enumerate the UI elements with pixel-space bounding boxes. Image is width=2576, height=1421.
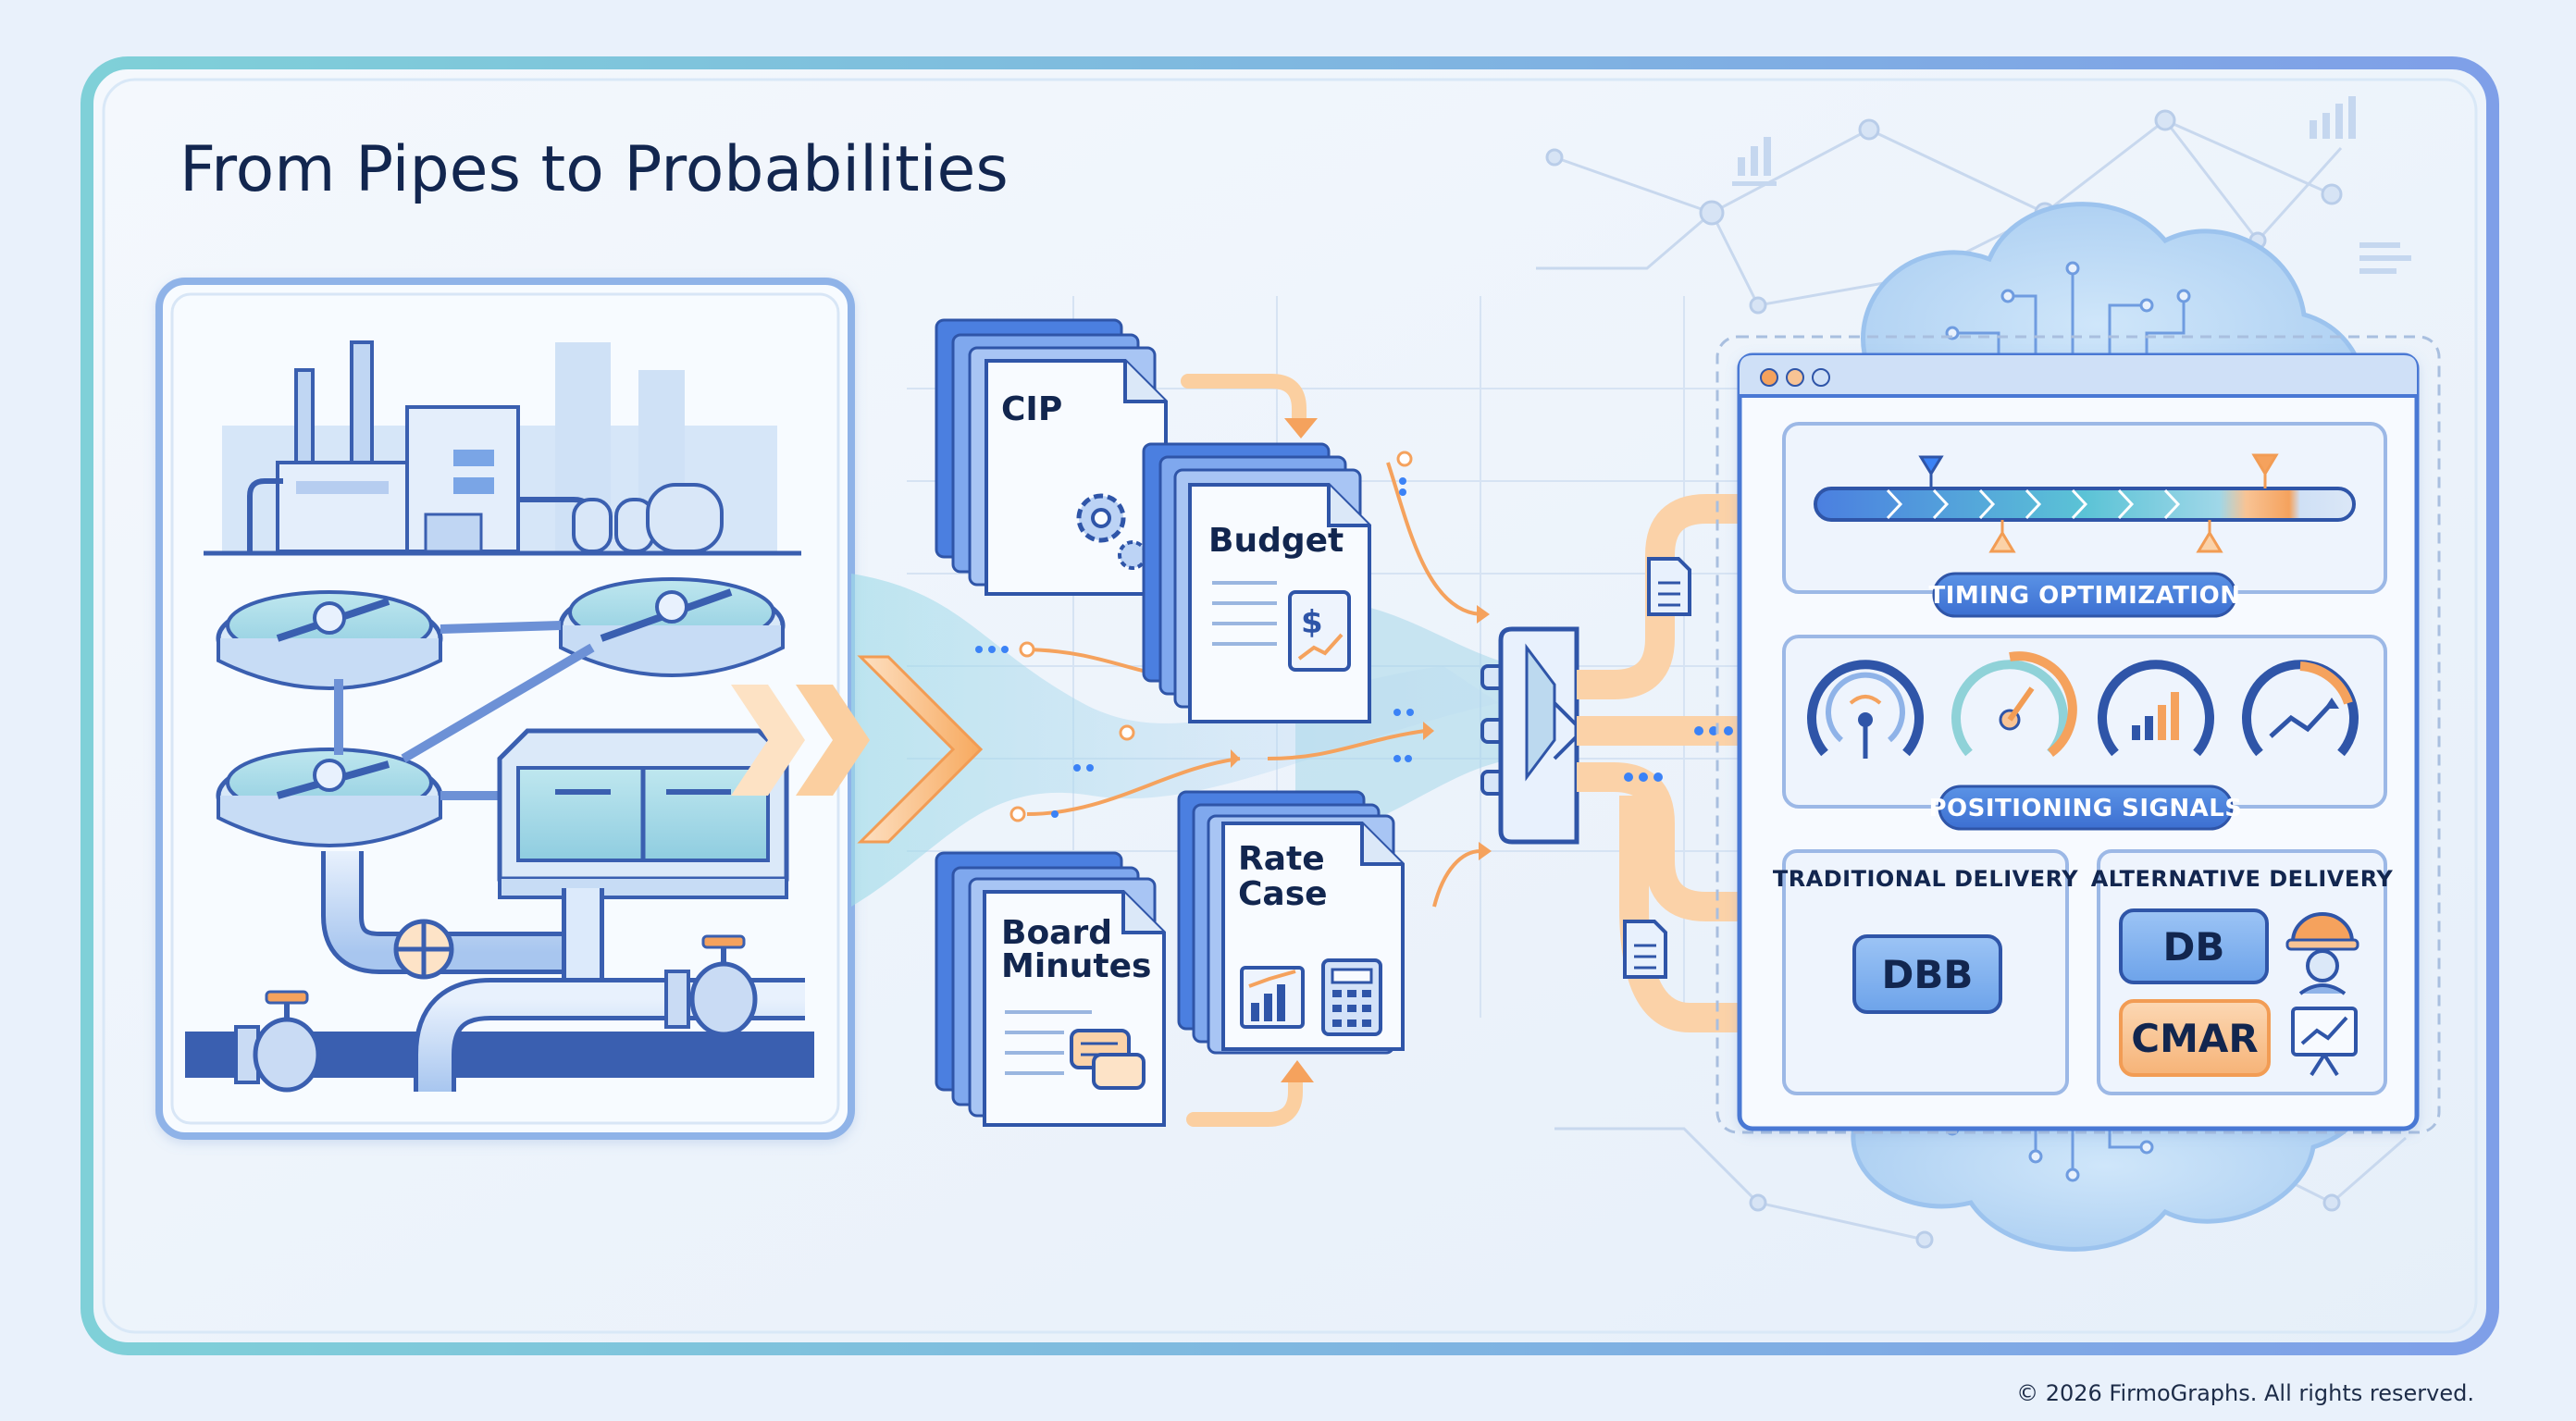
budget-document[interactable]: Budget $ [1142,442,1371,723]
valve-icon [689,934,758,1037]
factory-icon [204,340,801,556]
infrastructure-panel [155,278,855,1140]
db-button[interactable]: DB [2119,908,2269,984]
clarifier-icon [216,748,443,847]
window-dot-icon[interactable] [1812,368,1830,387]
page-title: From Pipes to Probabilities [180,133,1009,206]
valve-icon [393,919,454,980]
window-dot-icon[interactable] [1760,368,1778,387]
copyright-footer: © 2026 FirmoGraphs. All rights reserved. [2016,1380,2474,1406]
alternative-delivery-card: ALTERNATIVE DELIVERY DB CMAR [2091,849,2394,1095]
clarifier-icon [558,577,786,677]
gauge-icon [2242,660,2359,757]
traditional-delivery-title: TRADITIONAL DELIVERY [1773,866,2078,892]
inner-frame-line [102,78,2478,1334]
positioning-signals-label: POSITIONING SIGNALS [1928,795,2242,822]
timing-optimization-label: TIMING OPTIMIZATION [1929,582,2241,610]
gauge-icon [1951,651,2077,758]
board-minutes-label-2: Minutes [1001,947,1151,985]
dollar-chart-icon: $ [1288,590,1351,672]
valve-icon [253,990,321,1093]
timeline-marker-icon[interactable] [1918,455,1944,476]
window-dot-icon[interactable] [1786,368,1804,387]
mini-bar-icon-top [1732,96,2411,274]
timing-optimization-card: TIMING OPTIMIZATION [1782,422,2387,618]
gauge-icon [2098,660,2214,757]
flow-dots [975,477,1414,818]
document-icon [1647,557,1691,616]
bar-chart-icon [1240,966,1305,1029]
doc-lines [1005,1010,1092,1075]
board-minutes-document[interactable]: Board Minutes [935,851,1166,1127]
funnel-icon [1480,626,1585,845]
dbb-label: DBB [1882,952,1974,997]
positioning-signals-card: POSITIONING SIGNALS [1782,635,2387,831]
doc-lines [1212,581,1277,646]
chat-icon [1070,1029,1146,1090]
gear-icon [1076,493,1147,570]
board-minutes-label-1: Board [1001,914,1112,952]
flow-node-dots [1009,451,1413,822]
timeline-marker-icon[interactable] [2251,453,2279,476]
alternative-delivery-title: ALTERNATIVE DELIVERY [2091,866,2394,892]
svg-text:$: $ [1301,604,1323,641]
clarifier-icon [216,590,443,690]
rate-case-label-2: Case [1238,875,1328,913]
network-nodes [1545,109,2343,1249]
connector-pipes [334,621,595,800]
traditional-delivery-card: TRADITIONAL DELIVERY DBB [1773,849,2078,1095]
db-label: DB [2163,924,2225,970]
budget-label: Budget [1208,522,1344,560]
cip-document[interactable]: CIP [935,318,1168,596]
rate-case-label-1: Rate [1238,840,1325,878]
calculator-icon [1321,958,1382,1036]
cmar-label: CMAR [2131,1016,2258,1061]
gauge-icon [1807,660,1924,759]
dbb-button[interactable]: DBB [1852,934,2002,1014]
document-icon [1623,920,1667,979]
rate-case-document[interactable]: Rate Case [1177,790,1405,1055]
filter-basin-icon [497,728,789,899]
cmar-button[interactable]: CMAR [2119,999,2271,1077]
orange-curved-arrow [1181,374,1318,1127]
cip-label: CIP [1001,390,1062,428]
presentation-chart-icon [2291,1007,2358,1077]
chevron-arrow-icon [731,655,984,844]
hard-hat-icon [2285,912,2359,995]
